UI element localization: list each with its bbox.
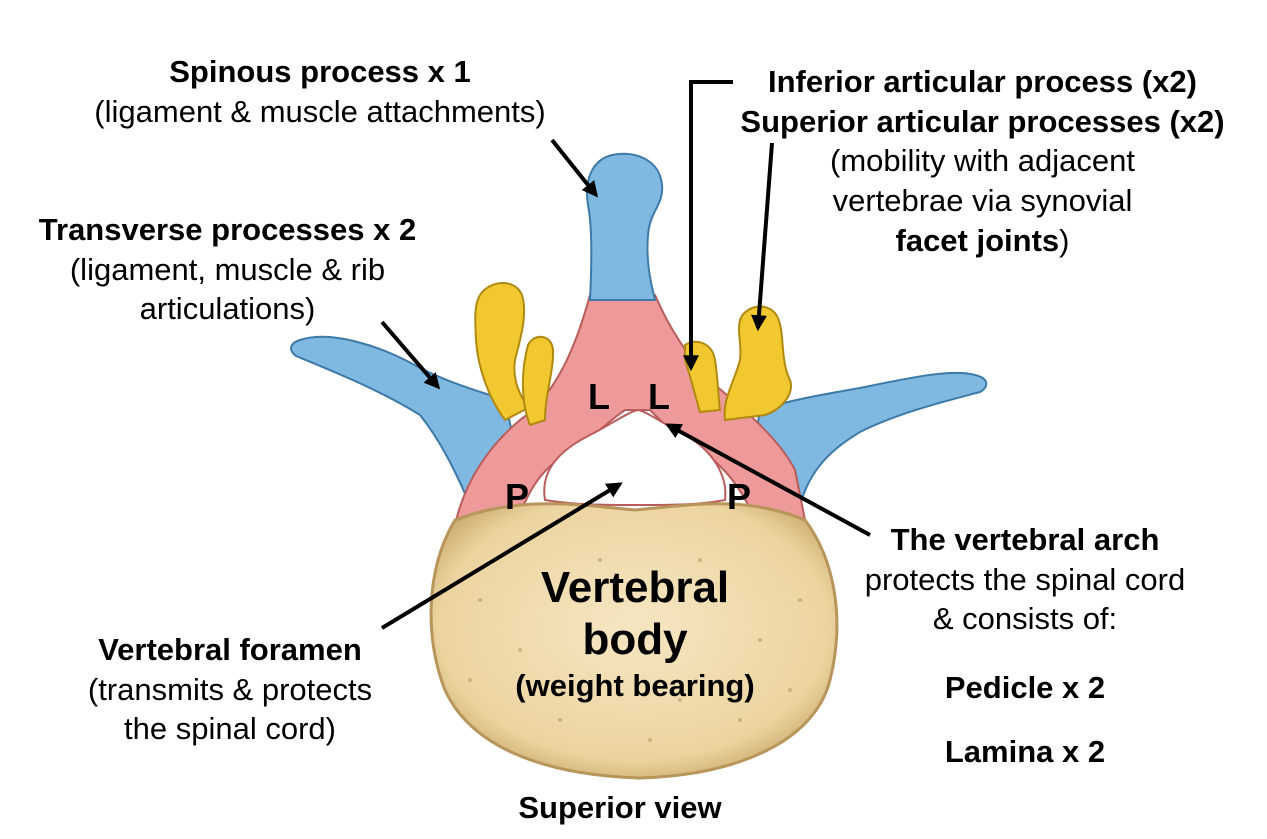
pedicle-letter-right: P — [727, 476, 752, 517]
arrow-vertebral-arch — [665, 423, 871, 537]
spinous-process — [586, 152, 664, 301]
transverse-process-left — [290, 335, 522, 507]
inferior-articular-process-left — [521, 335, 555, 427]
arrow-inferior-articular — [683, 80, 733, 372]
arrow-spinous — [550, 138, 598, 198]
spinous-title: Spinous process x 1 — [169, 54, 471, 89]
pedicle-letter-left: P — [505, 476, 530, 517]
superior-articular-process-left — [474, 282, 530, 422]
lamina-letter-right: L — [648, 376, 670, 417]
facet-desc-2: vertebrae via synovial — [832, 183, 1133, 219]
spinous-process-label: Spinous process x 1 (ligament & muscle a… — [40, 52, 600, 131]
facet-joints-term: facet joints — [895, 222, 1060, 258]
arch-desc-2: & consists of: — [932, 601, 1118, 637]
arch-desc-1: protects the spinal cord — [864, 561, 1186, 597]
arrow-superior-articular — [750, 142, 774, 332]
bone-texture — [468, 558, 802, 742]
transverse-process-right — [748, 371, 988, 507]
superior-articular-process-right — [723, 305, 792, 422]
facet-desc-1: (mobility with adjacent — [830, 143, 1135, 179]
lamina-label: Lamina x 2 — [944, 734, 1106, 769]
transverse-desc-1: (ligament, muscle & rib — [69, 251, 386, 287]
vertebral-body-shape — [429, 502, 839, 780]
arch-title: The vertebral arch — [890, 522, 1160, 557]
spinous-desc: (ligament & muscle attachments) — [94, 93, 546, 129]
transverse-title: Transverse processes x 2 — [38, 212, 417, 247]
lamina-letter-left: L — [588, 376, 610, 417]
body-title-2: body — [582, 614, 688, 664]
foramen-desc-2: the spinal cord) — [124, 711, 336, 747]
arrow-transverse — [380, 320, 441, 390]
vertebral-arch-label: The vertebral arch protects the spinal c… — [820, 520, 1230, 639]
transverse-desc-2: articulations) — [139, 291, 316, 327]
facet-close-paren: ) — [1059, 222, 1070, 258]
view-caption: Superior view — [518, 790, 722, 825]
facet-desc-3: facet joints) — [700, 221, 1265, 261]
superior-articular-title: Superior articular processes (x2) — [740, 103, 1225, 139]
inferior-articular-title: Inferior articular process (x2) — [768, 64, 1197, 99]
arrow-vertebral-foramen — [380, 482, 623, 630]
body-desc: (weight bearing) — [515, 667, 755, 703]
foramen-desc-1: (transmits & protects — [87, 671, 373, 707]
body-title-1: Vertebral — [540, 563, 730, 612]
vertebral-body-label: Vertebral body (weight bearing) — [470, 562, 800, 705]
vertebral-foramen-label: Vertebral foramen (transmits & protects … — [40, 630, 420, 749]
transverse-process-label: Transverse processes x 2 (ligament, musc… — [5, 210, 450, 329]
foramen-title: Vertebral foramen — [98, 632, 362, 667]
pedicle-label: Pedicle x 2 — [944, 670, 1106, 705]
articular-process-label: Inferior articular process (x2) Superior… — [700, 62, 1265, 260]
